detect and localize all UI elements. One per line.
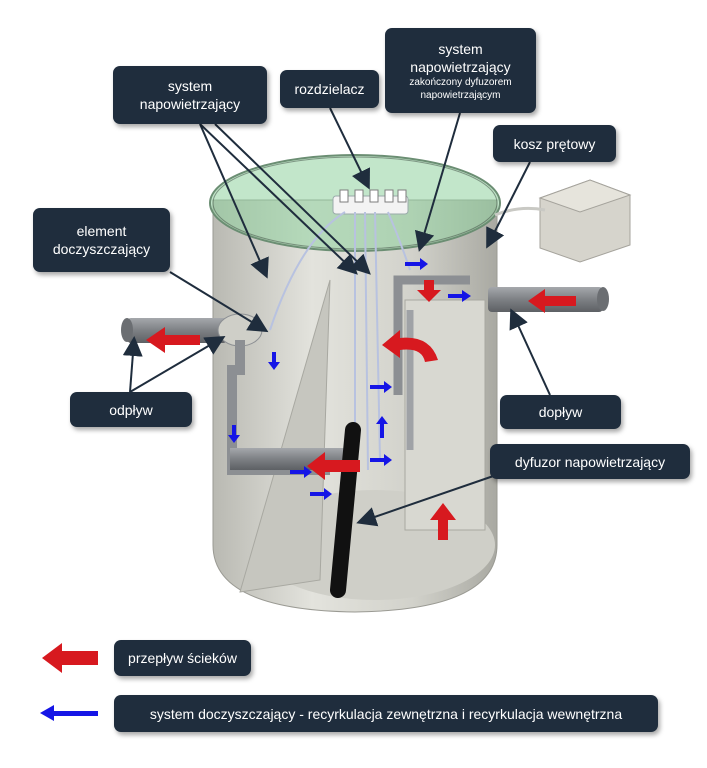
- callout-lines: [122, 107, 551, 527]
- label-odplyw: odpływ: [70, 392, 192, 427]
- legend-red-label: przepływ ścieków: [114, 640, 251, 676]
- airlift-pipe: [393, 275, 470, 395]
- legend-blue-label: system doczyszczający - recyrkulacja zew…: [114, 695, 658, 732]
- red-arrow-middle: [307, 452, 360, 480]
- red-arrow-down: [417, 280, 441, 302]
- red-arrow-outlet: [146, 327, 200, 353]
- distributor-valves: [339, 189, 407, 203]
- legend-blue-arrow: [40, 705, 98, 721]
- label-kosz-pretowy: kosz prętowy: [493, 125, 616, 162]
- tank-chamber-wall: [404, 299, 486, 531]
- label-system-napowietrzajacy-top: system napowietrzający zakończony dyfuzo…: [385, 28, 536, 113]
- legend-red-arrow: [42, 643, 98, 673]
- blue-flow-arrows: [228, 258, 471, 500]
- red-flow-arrows: [146, 280, 576, 540]
- red-arrow-up: [430, 503, 456, 540]
- red-arrow-inlet: [528, 289, 576, 313]
- red-arrow-curve: [382, 330, 438, 362]
- label-dyfuzor-napowietrzajacy: dyfuzor napowietrzający: [490, 444, 690, 479]
- tank-partition: [239, 279, 331, 593]
- diffuser: [330, 422, 361, 598]
- label-rozdzielacz: rozdzielacz: [280, 70, 379, 108]
- label-doplyw: dopływ: [500, 395, 621, 429]
